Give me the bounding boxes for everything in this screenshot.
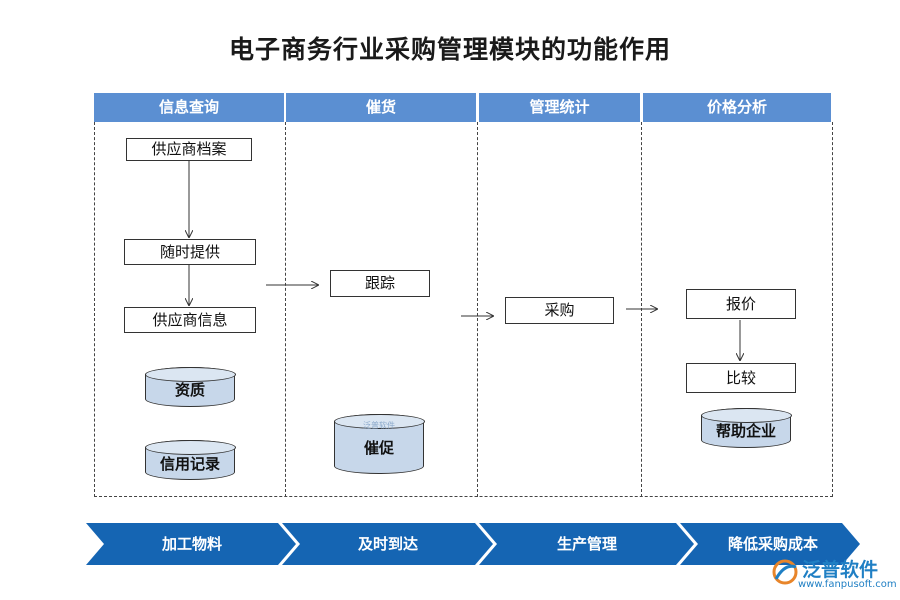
quote-box: 报价 bbox=[686, 289, 796, 319]
logo-name: 泛普软件 bbox=[802, 559, 879, 581]
credit-record-label: 信用记录 bbox=[159, 455, 220, 473]
diagram-title: 电子商务行业采购管理模块的功能作用 bbox=[228, 35, 671, 64]
qualification-database: 资质 bbox=[144, 366, 236, 407]
column-header-expedite: 催货 bbox=[286, 93, 476, 122]
help-enterprise-database: 帮助企业 bbox=[700, 407, 792, 448]
process-step-production: 生产管理 bbox=[556, 535, 617, 553]
fanpu-logo: 泛普软件 www.fanpusoft.com bbox=[770, 555, 897, 595]
column-header-price-analysis: 价格分析 bbox=[643, 93, 831, 122]
chevron-shape bbox=[680, 523, 860, 565]
purchase-box: 采购 bbox=[505, 297, 614, 324]
tracking-box: 跟踪 bbox=[330, 270, 430, 297]
fanpu-logo-icon bbox=[772, 559, 798, 585]
supplier-info-box: 供应商信息 bbox=[124, 307, 256, 333]
process-step-arrival: 及时到达 bbox=[357, 535, 418, 553]
credit-record-database: 信用记录 bbox=[144, 439, 236, 480]
process-flow: 加工物料 及时到达 生产管理 降低采购成本 bbox=[86, 523, 866, 565]
provide-anytime-box: 随时提供 bbox=[124, 239, 256, 265]
chevron-shape bbox=[282, 523, 493, 565]
compare-box: 比较 bbox=[686, 363, 796, 393]
urge-label: 催促 bbox=[363, 439, 394, 457]
chevron-shape bbox=[86, 523, 296, 565]
column-divider bbox=[641, 122, 642, 497]
qualification-label: 资质 bbox=[174, 381, 205, 399]
process-step-processing: 加工物料 bbox=[161, 535, 222, 553]
column-header-statistics: 管理统计 bbox=[479, 93, 640, 122]
help-enterprise-label: 帮助企业 bbox=[715, 422, 776, 440]
supplier-file-box: 供应商档案 bbox=[126, 138, 252, 161]
process-step-cost-reduction: 降低采购成本 bbox=[727, 535, 818, 553]
chevron-shape bbox=[479, 523, 694, 565]
process-flow-shapes bbox=[86, 523, 860, 565]
column-header-info-query: 信息查询 bbox=[94, 93, 284, 122]
diagram-frame bbox=[94, 122, 833, 497]
column-divider bbox=[477, 122, 478, 497]
urge-database: 催促 bbox=[333, 413, 425, 474]
logo-url: www.fanpusoft.com bbox=[798, 579, 897, 590]
watermark-text: 泛普软件 bbox=[363, 421, 395, 430]
column-divider bbox=[285, 122, 286, 497]
